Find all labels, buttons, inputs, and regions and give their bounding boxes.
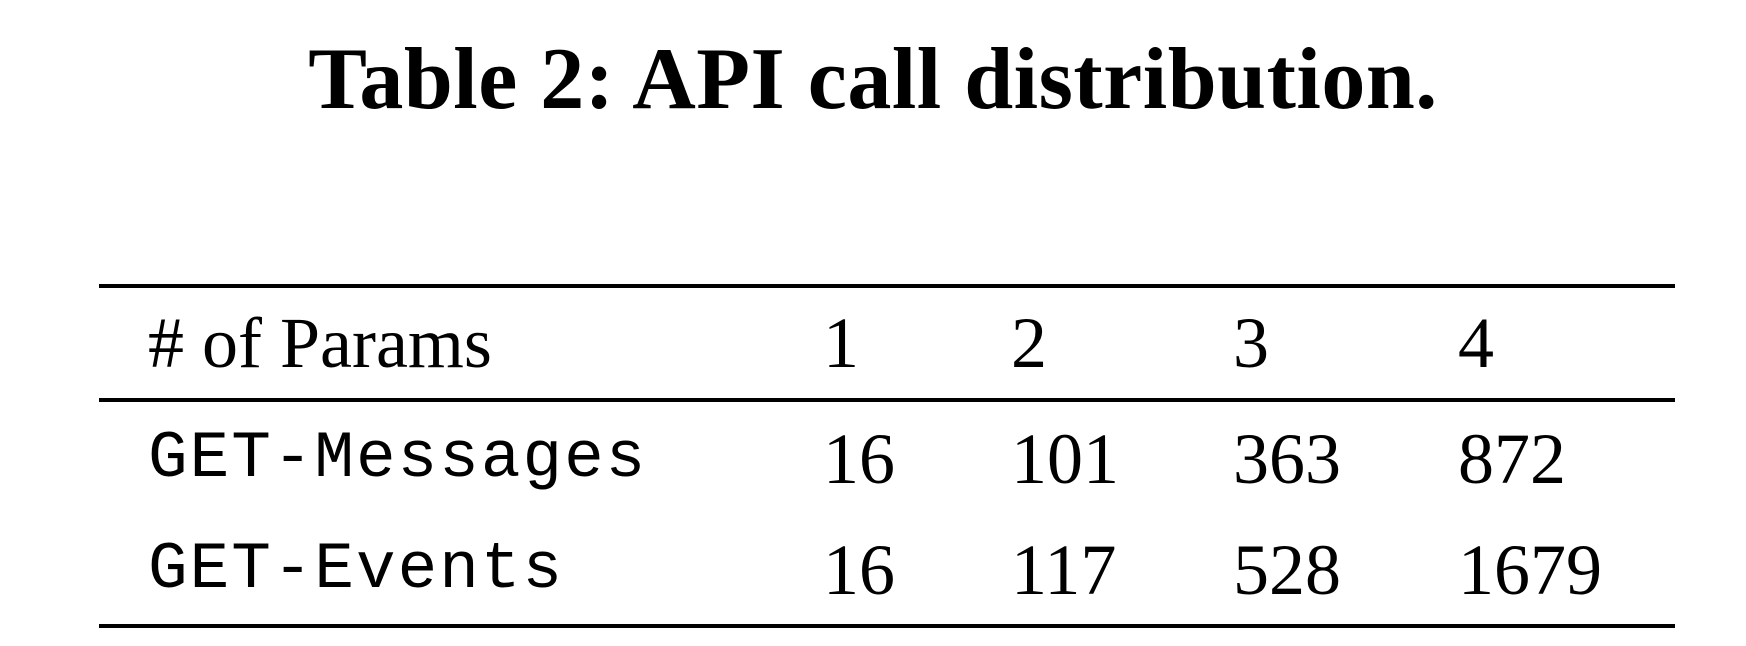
mid-rule (99, 398, 1675, 402)
table-row: GET-Messages 16 101 363 872 (99, 402, 1675, 516)
header-col-1: 1 (823, 303, 859, 383)
api-call-table: # of Params 1 2 3 4 GET-Messages 16 101 … (99, 284, 1675, 628)
table-cell: 101 (1011, 419, 1119, 499)
table-cell: 16 (823, 419, 895, 499)
bottom-rule (99, 624, 1675, 628)
top-rule (99, 284, 1675, 288)
header-col-3: 3 (1233, 303, 1269, 383)
table-header-row: # of Params 1 2 3 4 (99, 288, 1675, 398)
table-cell: 117 (1011, 530, 1117, 610)
table-cell: 528 (1233, 530, 1341, 610)
table-cell: 363 (1233, 419, 1341, 499)
table-cell: 16 (823, 530, 895, 610)
header-col-2: 2 (1011, 303, 1047, 383)
row-label: GET-Events (148, 532, 565, 607)
header-label: # of Params (148, 303, 492, 383)
row-label: GET-Messages (148, 421, 648, 496)
table-caption: Table 2: API call distribution. (308, 31, 1438, 128)
table-cell: 1679 (1458, 530, 1602, 610)
header-col-4: 4 (1458, 303, 1494, 383)
table-cell: 872 (1458, 419, 1566, 499)
table-row: GET-Events 16 117 528 1679 (99, 516, 1675, 624)
